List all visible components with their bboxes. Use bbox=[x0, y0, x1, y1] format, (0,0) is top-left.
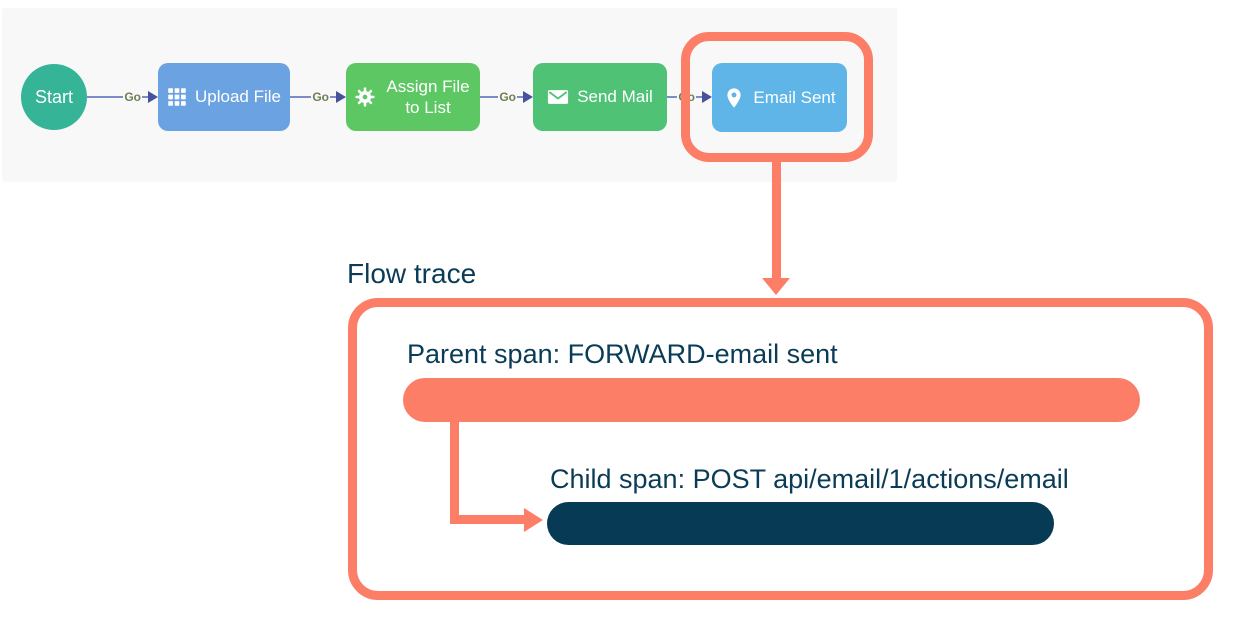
trace-arrowhead-icon bbox=[762, 278, 790, 295]
connector-go-label: Go bbox=[312, 90, 329, 104]
node-upload-file[interactable]: Upload File bbox=[158, 63, 290, 131]
flow-trace-title: Flow trace bbox=[347, 258, 477, 289]
parent-span-label: Parent span: FORWARD-email sent bbox=[407, 339, 838, 369]
node-start-label: Start bbox=[34, 86, 73, 107]
node-assign-file-to-list-label: Assign File to List bbox=[386, 76, 470, 117]
node-email-sent[interactable]: Email Sent bbox=[712, 63, 847, 132]
connector-go-label: Go bbox=[124, 90, 141, 104]
arrowhead-icon bbox=[336, 91, 346, 103]
child-span-label: Child span: POST api/email/1/actions/ema… bbox=[550, 464, 1069, 494]
connector-start-upload: Go bbox=[86, 89, 158, 105]
email-sent-highlight-outline bbox=[681, 32, 873, 162]
parent-child-arrow-horizontal bbox=[450, 515, 524, 524]
node-upload-file-label: Upload File bbox=[195, 87, 281, 107]
connector-upload-assign: Go bbox=[290, 89, 346, 105]
connector-assign-sendmail: Go bbox=[480, 89, 533, 105]
grid-icon bbox=[167, 87, 187, 107]
map-pin-icon bbox=[723, 87, 745, 109]
node-send-mail[interactable]: Send Mail bbox=[533, 63, 667, 131]
node-send-mail-label: Send Mail bbox=[577, 87, 653, 107]
flow-trace-box bbox=[348, 298, 1213, 600]
node-assign-file-to-list[interactable]: Assign File to List bbox=[346, 63, 480, 131]
connector-go-label: Go bbox=[499, 90, 516, 104]
arrowhead-icon bbox=[523, 91, 533, 103]
child-span-bar bbox=[547, 502, 1054, 545]
trace-arrow-line bbox=[772, 161, 781, 278]
node-email-sent-label: Email Sent bbox=[753, 87, 836, 107]
parent-span-bar bbox=[403, 378, 1140, 422]
envelope-icon bbox=[547, 86, 569, 108]
arrowhead-icon bbox=[148, 91, 158, 103]
arrowhead-icon bbox=[702, 91, 712, 103]
gear-icon bbox=[354, 86, 376, 108]
node-start[interactable]: Start bbox=[21, 64, 87, 130]
parent-child-arrowhead-icon bbox=[524, 508, 543, 532]
parent-child-arrow-vertical bbox=[450, 408, 459, 524]
